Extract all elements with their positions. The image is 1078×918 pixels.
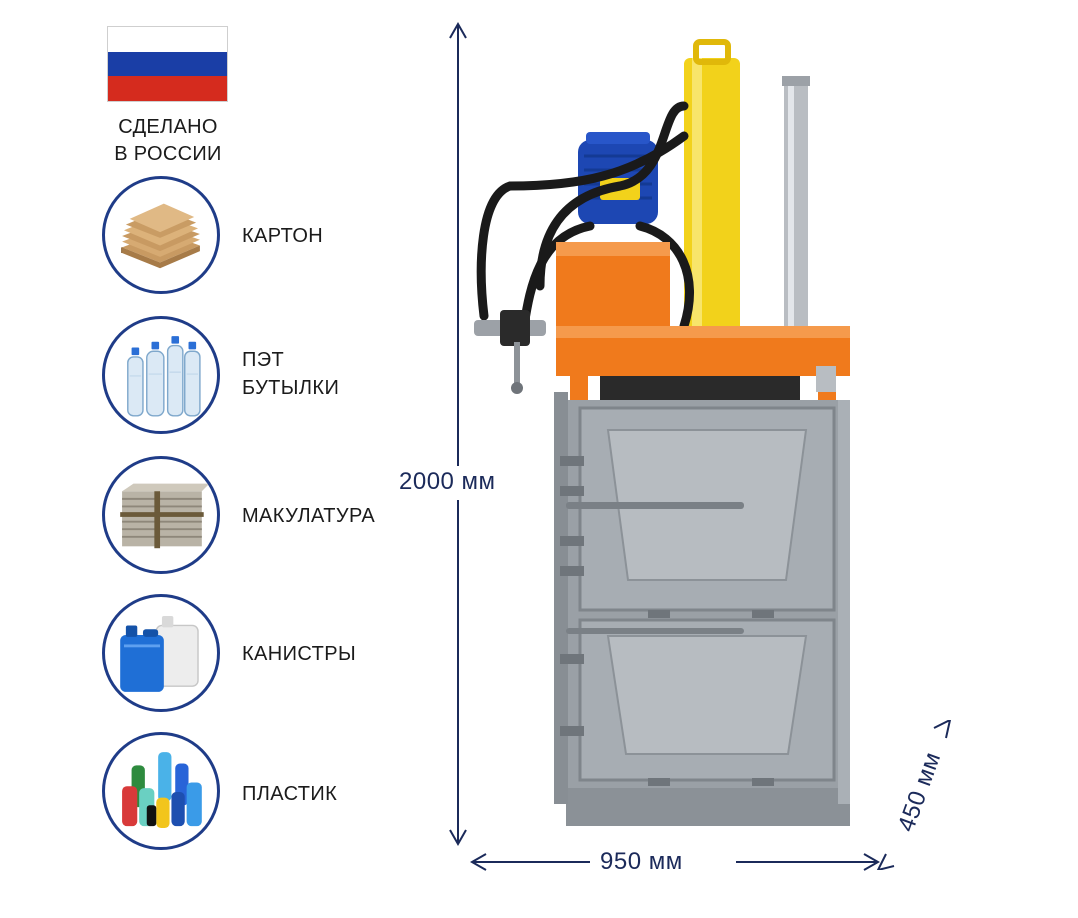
height-arrow-bottom — [449, 829, 467, 847]
material-item-plastic: ПЛАСТИК — [102, 732, 522, 856]
height-label-mask — [396, 466, 520, 500]
width-dimension-label: 950 мм — [600, 848, 683, 875]
press-frame — [556, 326, 850, 406]
height-dimension-label: 2000 мм — [399, 468, 496, 495]
material-item-waste-paper: МАКУЛАТУРА — [102, 456, 522, 580]
material-label-pet-bottles: ПЭТ БУТЫЛКИ — [242, 346, 339, 402]
material-label-cardboard: КАРТОН — [242, 222, 323, 250]
door-hinges — [560, 456, 774, 786]
lower-door — [566, 618, 836, 782]
cardboard-stack-icon — [102, 176, 220, 294]
baler-machine-illustration — [474, 39, 850, 826]
material-item-cardboard: КАРТОН — [102, 176, 522, 300]
material-label-line: БУТЫЛКИ — [242, 377, 340, 399]
material-label-waste-paper: МАКУЛАТУРА — [242, 502, 375, 530]
control-valve — [474, 310, 546, 394]
flag-stripe-white — [108, 27, 227, 52]
upper-door — [566, 406, 836, 612]
made-in-line-2: В РОССИИ — [114, 143, 222, 165]
material-label-line: ПЛАСТИК — [242, 783, 338, 805]
material-label-plastic: ПЛАСТИК — [242, 780, 337, 808]
material-label-line: КАНИСТРЫ — [242, 643, 357, 665]
depth-dimension: 450 мм — [868, 720, 968, 870]
flag-stripe-blue — [108, 51, 227, 77]
guide-rod — [782, 76, 810, 344]
made-in-russia-label: СДЕЛАНО В РОССИИ — [100, 114, 236, 168]
material-label-line: МАКУЛАТУРА — [242, 505, 376, 527]
pet-bottles-icon — [102, 316, 220, 434]
material-label-line: ПЭТ — [242, 349, 285, 371]
plastic-bottles-icon — [102, 732, 220, 850]
paper-bundle-icon — [102, 456, 220, 574]
made-in-line-1: СДЕЛАНО — [118, 116, 218, 138]
material-item-canisters: КАНИСТРЫ — [102, 594, 522, 718]
width-arrow-left — [469, 853, 487, 871]
canisters-icon — [102, 594, 220, 712]
russian-flag-icon — [107, 26, 228, 102]
flag-stripe-red — [108, 76, 227, 101]
material-item-pet-bottles: ПЭТ БУТЫЛКИ — [102, 316, 522, 440]
material-label-line: КАРТОН — [242, 225, 324, 247]
height-arrow-top — [449, 21, 467, 39]
width-arrow-right — [863, 853, 881, 871]
material-label-canisters: КАНИСТРЫ — [242, 640, 356, 668]
